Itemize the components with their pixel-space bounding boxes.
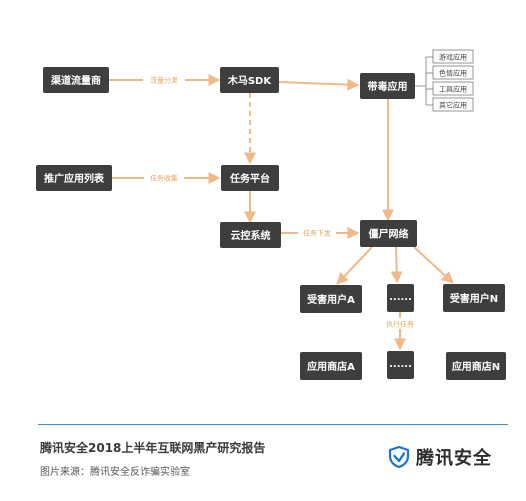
svg-text:云控系统: 云控系统 <box>231 229 271 242</box>
category-porn-apps: 色情应用 <box>432 65 474 80</box>
category-game-apps: 游戏应用 <box>432 49 474 64</box>
node-store-n: 应用商店N <box>446 352 506 380</box>
node-channel-dealer: 渠道流量商 <box>43 67 109 93</box>
category-bracket <box>415 56 433 106</box>
edge-label-execute-task: 执行任务 <box>386 320 414 329</box>
svg-text:应用商店A: 应用商店A <box>307 360 355 373</box>
edge-botnet-to-victim-a <box>336 246 373 285</box>
svg-text:带毒应用: 带毒应用 <box>368 80 408 93</box>
node-victim-mid: ...... <box>387 284 414 312</box>
brand-logo: 腾讯安全 <box>388 444 492 470</box>
brand-name: 腾讯安全 <box>416 448 492 469</box>
edge-sdk-to-apps <box>278 78 360 91</box>
footer-divider <box>38 424 508 425</box>
svg-text:......: ...... <box>389 292 412 303</box>
node-store-mid: ...... <box>387 351 414 379</box>
edge-botnet-to-victim-mid <box>390 246 403 284</box>
svg-text:游戏应用: 游戏应用 <box>439 53 467 62</box>
category-other-apps: 其它应用 <box>432 97 474 112</box>
report-footer: 腾讯安全2018上半年互联网黑产研究报告 图片来源：腾讯安全反诈骗实验室 腾讯安… <box>0 420 526 501</box>
svg-text:受害用户N: 受害用户N <box>450 292 498 305</box>
svg-text:渠道流量商: 渠道流量商 <box>50 74 101 87</box>
node-cloud-control: 云控系统 <box>220 222 281 248</box>
node-trojan-sdk: 木马SDK <box>220 67 279 93</box>
svg-text:任务平台: 任务平台 <box>229 172 270 185</box>
svg-text:应用商店N: 应用商店N <box>452 360 500 373</box>
svg-text:僵尸网络: 僵尸网络 <box>369 228 409 241</box>
node-promo-app-list: 推广应用列表 <box>36 165 112 191</box>
edge-label-traffic-distribution: 流量分发 <box>150 76 178 85</box>
node-infected-apps: 带毒应用 <box>360 73 415 99</box>
node-task-platform: 任务平台 <box>221 165 279 191</box>
svg-text:色情应用: 色情应用 <box>439 69 467 78</box>
tencent-security-shield-icon <box>388 446 410 468</box>
edge-label-task-collection: 任务收集 <box>150 174 178 183</box>
svg-text:推广应用列表: 推广应用列表 <box>44 172 105 185</box>
svg-text:受害用户A: 受害用户A <box>307 293 355 306</box>
edge-botnet-to-victim-n <box>413 246 454 284</box>
node-victim-a: 受害用户A <box>300 285 362 313</box>
svg-text:......: ...... <box>389 359 412 370</box>
edge-label-task-dispatch: 任务下发 <box>303 229 331 238</box>
node-botnet: 僵尸网络 <box>360 220 417 247</box>
svg-text:工具应用: 工具应用 <box>439 85 467 94</box>
svg-text:木马SDK: 木马SDK <box>227 74 273 87</box>
report-title: 腾讯安全2018上半年互联网黑产研究报告 <box>40 441 266 455</box>
svg-text:其它应用: 其它应用 <box>439 101 467 110</box>
node-victim-n: 受害用户N <box>443 284 505 312</box>
image-source: 图片来源：腾讯安全反诈骗实验室 <box>40 467 190 478</box>
node-store-a: 应用商店A <box>300 352 362 380</box>
category-tool-apps: 工具应用 <box>432 81 474 96</box>
